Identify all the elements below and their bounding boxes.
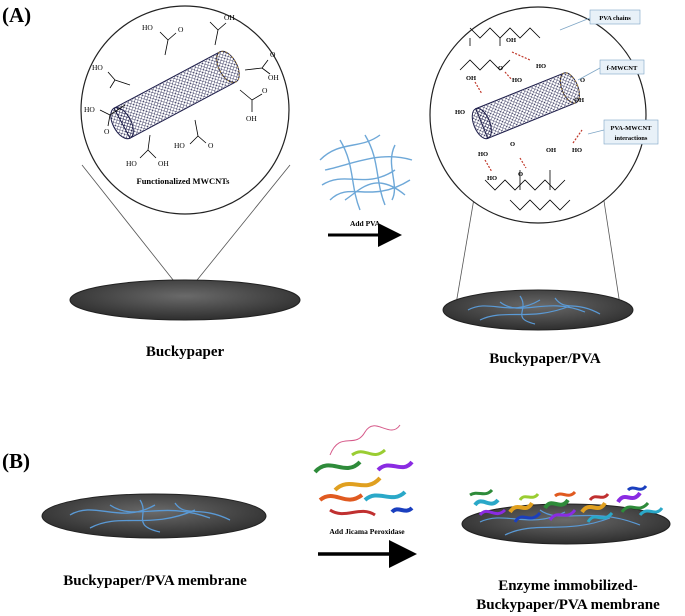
svg-text:f-MWCNT: f-MWCNT [607,65,638,72]
svg-text:PVA-MWCNT: PVA-MWCNT [610,125,652,132]
enzyme-immobilized-caption-line2: Buckypaper/PVA membrane [476,597,660,613]
svg-text:HO: HO [512,77,522,84]
svg-text:OH: OH [224,13,235,22]
svg-text:HO: HO [126,159,137,168]
buckypaper-disc [69,279,301,321]
carboxyl-groups-left [99,21,271,159]
svg-text:O: O [510,141,515,148]
svg-text:O: O [518,171,523,178]
svg-text:HO: HO [455,109,465,116]
svg-text:HO: HO [478,151,488,158]
pva-chain-bottom [484,170,571,211]
pva-chain-top [459,27,541,71]
svg-text:OH: OH [546,147,556,154]
svg-text:HO: HO [84,105,95,114]
svg-text:O: O [580,77,585,84]
buckypaper-pva-membrane-disc [41,493,267,539]
chem-labels-right: OH HO OH O HO HO O OH HO O OH HO HO O [455,37,585,182]
add-jicama-peroxidase-label: Add Jicama Peroxidase [329,527,405,536]
svg-text:O: O [208,141,214,150]
svg-text:OH: OH [506,37,516,44]
svg-text:HO: HO [142,23,153,32]
buckypaper-pva-disc [442,289,634,331]
hydrogen-bonds [474,51,583,173]
panel-b-label: (B) [2,449,30,473]
buckypaper-pva-caption: Buckypaper/PVA [489,351,601,367]
buckypaper-caption: Buckypaper [146,344,225,360]
f-mwcnt-tube [471,72,580,140]
svg-text:O: O [498,65,503,72]
pva-fiber-cluster [319,134,413,211]
left-magnified-circle: HO HO O OH O OH O OH HO O HO OH HO O Fun… [80,5,291,296]
enzyme-immobilized-disc [461,484,671,545]
svg-text:HO: HO [572,147,582,154]
jicama-peroxidase-structure [313,424,414,517]
functionalized-mwcnts-caption: Functionalized MWCNTs [137,176,231,186]
svg-text:OH: OH [158,159,169,168]
svg-text:HO: HO [536,63,546,70]
mwcnt-tube [110,50,240,140]
add-pva-label: Add PVA [350,219,381,228]
svg-text:O: O [104,127,110,136]
svg-text:PVA chains: PVA chains [599,15,631,22]
svg-text:HO: HO [174,141,185,150]
svg-text:O: O [262,86,268,95]
svg-text:O: O [178,25,184,34]
svg-text:HO: HO [92,63,103,72]
svg-text:O: O [270,50,276,59]
svg-text:OH: OH [246,114,257,123]
svg-text:OH: OH [268,73,279,82]
immobilized-enzymes [469,484,664,523]
buckypaper-pva-membrane-caption: Buckypaper/PVA membrane [63,573,247,589]
chem-labels-left: HO HO O OH O OH O OH HO O HO OH HO O [84,13,279,168]
callout-pva-mwcnt-interactions: PVA-MWCNT interactions [587,119,659,145]
callout-f-mwcnt: f-MWCNT [577,59,645,81]
callout-pva-chains: PVA chains [559,9,641,31]
svg-text:interactions: interactions [615,135,648,142]
right-magnified-circle: OH HO OH O HO HO O OH HO O OH HO HO O PV… [429,6,659,311]
svg-text:OH: OH [466,75,476,82]
panel-a-label: (A) [2,3,31,27]
svg-text:HO: HO [487,175,497,182]
enzyme-immobilized-caption-line1: Enzyme immobilized- [498,578,638,594]
svg-text:OH: OH [574,97,584,104]
